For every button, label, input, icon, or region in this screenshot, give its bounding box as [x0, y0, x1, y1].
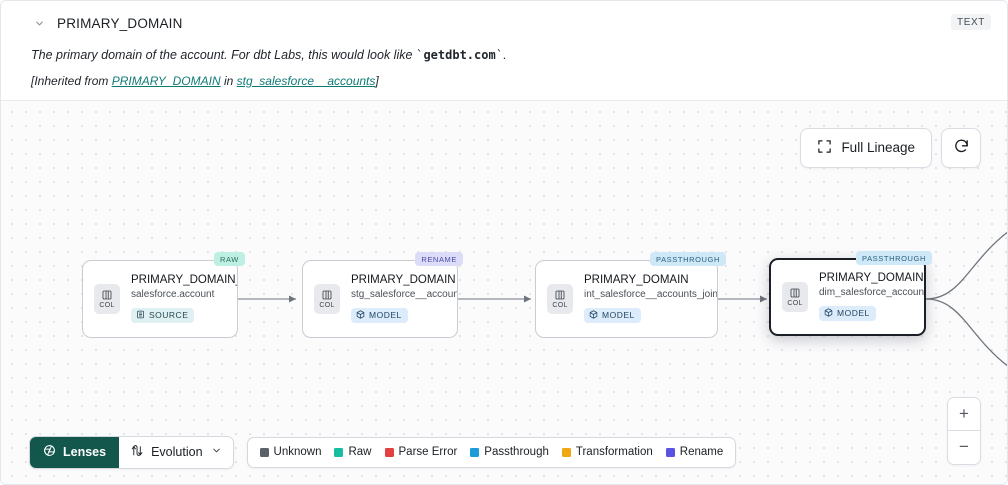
node-subtitle: salesforce.account [131, 288, 215, 300]
column-icon: COL [314, 283, 340, 314]
expand-icon [817, 139, 832, 157]
aperture-icon [43, 444, 56, 460]
legend-label: Unknown [273, 446, 322, 458]
lenses-label: Lenses [63, 445, 107, 459]
inherited-model-link[interactable]: stg_salesforce__accounts [236, 73, 376, 88]
node-body: PRIMARY_DOMAIN__C salesforce.account SOU… [120, 274, 237, 324]
node-body: PRIMARY_DOMAIN dim_salesforce_accounts M… [808, 272, 924, 322]
evolution-dropdown[interactable]: Evolution [119, 436, 233, 468]
node-badge: PASSTHROUGH [856, 250, 932, 265]
zoom-controls: + − [947, 396, 981, 465]
column-icon: COL [782, 281, 808, 312]
legend-swatch-unknown [259, 447, 269, 457]
legend-label: Rename [679, 446, 724, 458]
zoom-out-button[interactable]: − [959, 437, 969, 456]
lineage-edges [238, 231, 1007, 366]
node-badge: RAW [213, 251, 245, 266]
refresh-button[interactable] [941, 127, 981, 168]
description-tail: . [503, 48, 507, 62]
full-lineage-label: Full Lineage [841, 140, 915, 155]
node-title: PRIMARY_DOMAIN__C [131, 273, 237, 286]
database-icon [136, 310, 145, 321]
legend-swatch-rename [665, 447, 675, 457]
legend-item: Transformation [561, 446, 653, 458]
description-code: getdbt.com [423, 48, 496, 62]
node-badge: PASSTHROUGH [650, 251, 726, 266]
node-subtitle: int_salesforce__accounts_joined [584, 288, 717, 300]
column-icon-label: COL [319, 301, 335, 309]
column-icon: COL [94, 283, 120, 314]
node-title: PRIMARY_DOMAIN [819, 271, 924, 284]
node-badge: RENAME [415, 251, 463, 266]
canvas-bottom-bar: Lenses Evolution Unknown [29, 435, 737, 469]
legend-item: Rename [665, 446, 724, 458]
node-subtitle: dim_salesforce_accounts [819, 286, 924, 298]
canvas-toolbar: Full Lineage [800, 127, 981, 168]
node-tag: MODEL [584, 307, 641, 323]
legend-swatch-raw [334, 447, 344, 457]
legend-label: Passthrough [484, 446, 549, 458]
cube-icon [589, 309, 598, 321]
legend-swatch-transformation [561, 447, 571, 457]
chevron-down-icon [211, 445, 222, 459]
column-description: The primary domain of the account. For d… [31, 47, 507, 62]
evolution-label: Evolution [151, 445, 203, 459]
lineage-canvas[interactable]: Full Lineage RAW COL PRIMARY_DOMAIN__C s… [1, 100, 1007, 484]
zoom-in-button[interactable]: + [948, 398, 980, 431]
legend-label: Parse Error [398, 446, 458, 458]
edge-out-bottom [925, 297, 1007, 366]
node-tag-label: MODEL [369, 310, 402, 320]
legend-item: Raw [334, 446, 372, 458]
inherited-note: [Inherited from PRIMARY_DOMAIN in stg_sa… [31, 74, 993, 88]
description-lead: The primary domain of the account. For d… [31, 48, 416, 62]
node-title: PRIMARY_DOMAIN [584, 273, 689, 286]
legend-swatch-passthrough [470, 447, 480, 457]
legend-label: Raw [348, 446, 372, 458]
cube-icon [824, 307, 833, 319]
lineage-node[interactable]: PASSTHROUGH COL PRIMARY_DOMAIN int_sales… [535, 251, 726, 338]
column-icon: COL [547, 283, 573, 314]
column-icon-label: COL [552, 301, 568, 309]
column-header: PRIMARY_DOMAIN TEXT The primary domain o… [1, 1, 1007, 101]
node-body: PRIMARY_DOMAIN stg_salesforce__accounts … [340, 274, 457, 324]
lineage-node[interactable]: RENAME COL PRIMARY_DOMAIN stg_salesforce… [302, 251, 463, 338]
evolution-icon [130, 444, 143, 460]
inherited-prefix: [Inherited from [31, 73, 112, 88]
node-tag-label: SOURCE [149, 310, 189, 320]
inherited-column-link[interactable]: PRIMARY_DOMAIN [111, 73, 221, 88]
column-icon-label: COL [99, 301, 115, 309]
header-row: PRIMARY_DOMAIN [15, 11, 993, 35]
chevron-down-icon[interactable] [31, 15, 47, 31]
node-subtitle: stg_salesforce__accounts [351, 288, 457, 300]
page-title: PRIMARY_DOMAIN [57, 15, 183, 31]
inherited-suffix: ] [375, 73, 379, 88]
lineage-node[interactable]: RAW COL PRIMARY_DOMAIN__C salesforce.acc… [82, 251, 245, 338]
node-title: PRIMARY_DOMAIN [351, 273, 456, 286]
node-body: PRIMARY_DOMAIN int_salesforce__accounts_… [573, 274, 717, 324]
inherited-middle: in [220, 73, 237, 88]
legend-item: Parse Error [384, 446, 458, 458]
full-lineage-button[interactable]: Full Lineage [800, 127, 932, 168]
refresh-icon [953, 138, 970, 158]
legend-label: Transformation [575, 446, 653, 458]
node-tag-label: MODEL [602, 310, 635, 320]
node-tag: SOURCE [131, 307, 195, 323]
edge-out-top [925, 231, 1007, 300]
column-icon-label: COL [787, 299, 803, 307]
node-tag: MODEL [351, 307, 408, 323]
lenses-group: Lenses Evolution [29, 435, 234, 469]
legend-item: Passthrough [470, 446, 549, 458]
cube-icon [356, 309, 365, 321]
lineage-legend: Unknown Raw Parse Error Passthrough Tran… [246, 436, 737, 468]
lineage-node-selected[interactable]: PASSTHROUGH COL PRIMARY_DOMAIN dim_sales… [769, 250, 932, 336]
legend-swatch-parse-error [384, 447, 394, 457]
lenses-button[interactable]: Lenses [30, 436, 120, 468]
legend-item: Unknown [259, 446, 322, 458]
node-tag: MODEL [819, 305, 876, 321]
node-tag-label: MODEL [837, 308, 870, 318]
type-badge: TEXT [951, 14, 991, 30]
